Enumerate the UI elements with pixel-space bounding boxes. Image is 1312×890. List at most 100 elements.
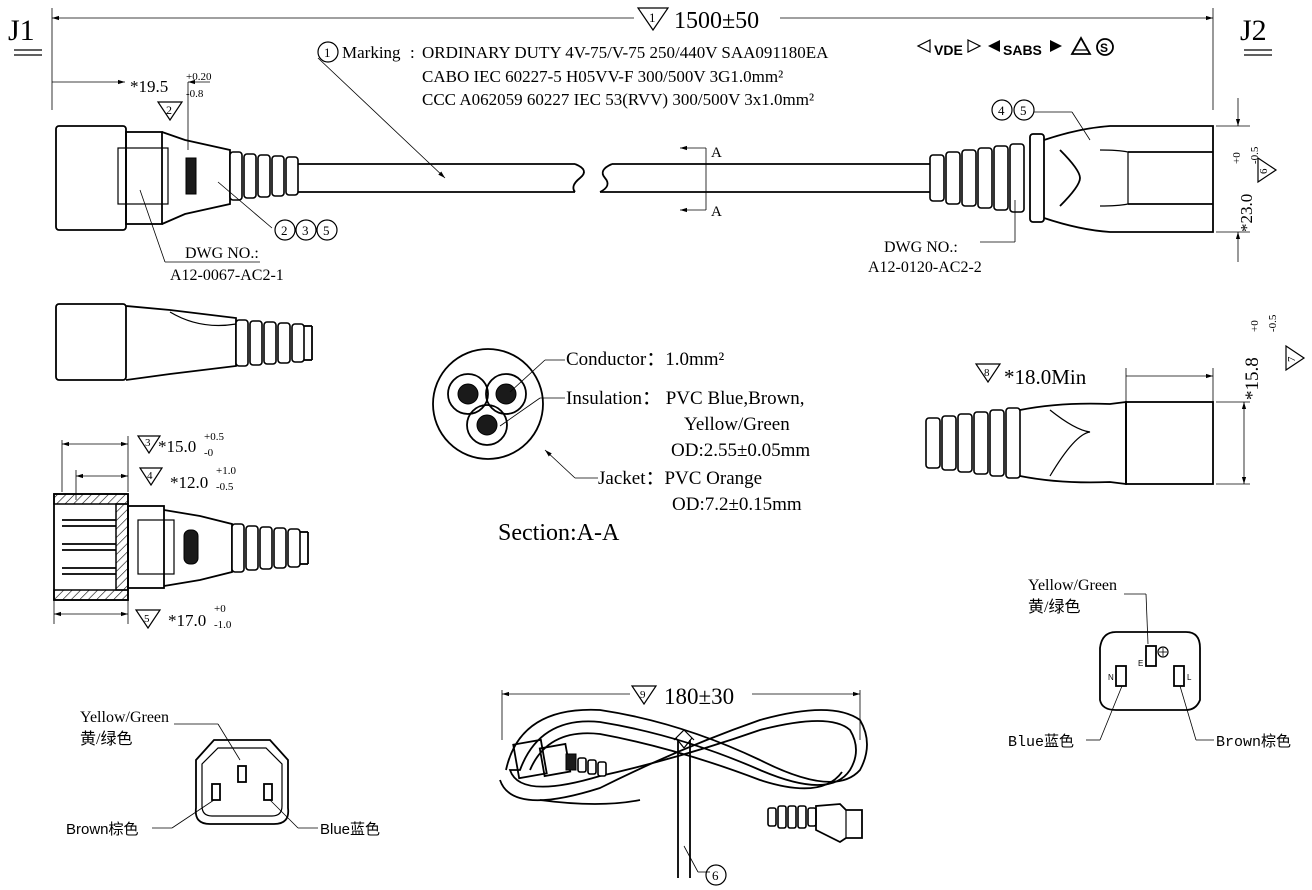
dim-15-8-tol-minus: -0.5: [1267, 314, 1279, 332]
dim-12-value: *12.0: [170, 473, 208, 492]
jacket-spec: Jacket：PVC Orange: [598, 468, 762, 489]
dim-23-tol-plus: +0: [1231, 152, 1243, 164]
conductor-spec: Conductor：1.0mm²: [566, 349, 725, 370]
left-face-blue-label: Blue蓝色: [320, 821, 380, 838]
marking-title: Marking: [342, 43, 401, 62]
j1-connector-side: [55, 303, 313, 381]
dim-18-value: *18.0Min: [1004, 365, 1087, 389]
dim-19-5-tag: 2: [166, 103, 172, 117]
dim-17-tag: 5: [144, 613, 150, 625]
section-a-top: A: [711, 145, 722, 161]
dim-19-5-tol-minus: -0.8: [186, 88, 204, 100]
j2-strain-relief: [929, 143, 1025, 213]
vde-mark: VDE: [934, 42, 963, 58]
dim-23-tol-minus: -0.5: [1249, 146, 1261, 164]
j1-connector-cut: 3 *15.0 +0.5 -0 4 *12.0 +1.0 -0.5: [53, 431, 309, 631]
dim-15-8-tol-plus: +0: [1249, 320, 1261, 332]
total-length-dimension: 1500±50: [674, 8, 759, 34]
callout-2: 2: [281, 223, 288, 238]
tag-triangle-icon: [636, 7, 670, 32]
dim-17-tol-plus: +0: [214, 603, 226, 615]
dim-23-value: *23.0: [1237, 194, 1256, 232]
delta-certification-icon: [1070, 36, 1092, 55]
j1-connector-top: 2 3 5 DWG NO.: A12-0067-AC2-1: [55, 125, 585, 284]
marking-tag: 1: [324, 45, 331, 60]
pin-e-label: E: [1138, 659, 1143, 668]
left-face-view: Yellow/Green 黄/绿色 Brown棕色 Blue蓝色: [66, 709, 380, 838]
callout-5: 5: [323, 223, 330, 238]
dwg-right-label: DWG NO.:: [884, 239, 958, 256]
coiled-cable: 9 180±30 6: [499, 684, 868, 886]
tag-triangle-icon: [1285, 344, 1306, 372]
dwg-left-label: DWG NO.:: [185, 245, 259, 262]
vde-left-triangle-icon: [916, 39, 931, 53]
strain-relief-ribs: [229, 151, 299, 201]
section-label: Section:A-A: [498, 520, 620, 546]
dim-15-tol-minus: -0: [204, 447, 214, 459]
dim-19-5-value: *19.5: [130, 77, 168, 96]
callout-5b: 5: [1020, 103, 1027, 118]
insulation-colors: Yellow/Green: [684, 414, 790, 435]
dim-12-tag: 4: [147, 470, 153, 482]
tag-triangle-icon: [974, 363, 1002, 384]
dim-19-5-tol-plus: +0.20: [186, 71, 212, 83]
svg-text::: :: [410, 43, 415, 62]
j2-connector-top: 4 5 DWG NO.: A12-0120-AC2-2 *23.0 +0 -0.…: [868, 98, 1278, 276]
dim-15-value: *15.0: [158, 437, 196, 456]
sabs-mark: SABS: [1003, 42, 1042, 58]
callout-4: 4: [998, 103, 1005, 118]
right-face-blue-label: Blue蓝色: [1008, 733, 1074, 751]
vde-right-triangle-icon: [967, 39, 982, 53]
right-face-brown-label: Brown棕色: [1216, 733, 1291, 751]
right-face-view: Yellow/Green 黄/绿色 N E L Blue蓝色 Brown棕色: [1008, 577, 1291, 751]
tag-triangle-icon: [138, 467, 164, 487]
s-mark-icon: [1096, 38, 1114, 56]
dim-17-tol-minus: -1.0: [214, 619, 232, 631]
jacket-od: OD:7.2±0.15mm: [672, 494, 802, 515]
left-face-yg-label: Yellow/Green: [80, 709, 169, 726]
header-dimensions: J1 J2 1 1500±50: [8, 7, 1272, 110]
dim-17-value: *17.0: [168, 611, 206, 630]
cable-break-section: A A: [599, 145, 930, 220]
dim-12-tol-minus: -0.5: [216, 481, 234, 493]
earth-symbol-icon: [1157, 646, 1169, 658]
j1-label: J1: [8, 14, 35, 47]
coil-length-dimension: 180±30: [664, 684, 734, 709]
dim-15-tag: 3: [145, 437, 151, 449]
insulation-od: OD:2.55±0.05mm: [671, 440, 810, 461]
dim-19-5: *19.5 +0.20 -0.8 2: [52, 71, 212, 150]
coil-tie-tag: 6: [712, 868, 719, 883]
dim-15-8-value: *15.8: [1242, 357, 1263, 400]
dwg-right-number: A12-0120-AC2-2: [868, 259, 982, 276]
dwg-left-number: A12-0067-AC2-1: [170, 267, 284, 284]
jacket-circle: [432, 348, 544, 460]
tag-triangle-icon: [630, 685, 658, 706]
right-face-yg-label: Yellow/Green: [1028, 577, 1117, 594]
tag-triangle-icon: [1257, 156, 1278, 184]
j2-label: J2: [1240, 14, 1267, 47]
pin-n-label: N: [1108, 673, 1114, 682]
section-a-a: Conductor：1.0mm² Insulation： PVC Blue,Br…: [432, 348, 810, 546]
dim-23-tag: 6: [1258, 168, 1270, 174]
marking-line-3: CCC A062059 60227 IEC 53(RVV) 300/500V 3…: [422, 90, 814, 109]
j2-connector-side: 8 *18.0Min *15.8 +0 -0.5 7: [925, 314, 1306, 486]
total-length-tag: 1: [649, 10, 656, 25]
section-a-bottom: A: [711, 204, 722, 220]
tag-triangle-icon: [156, 101, 184, 122]
tag-triangle-icon: [134, 609, 162, 630]
tag-triangle-icon: [136, 435, 162, 455]
dim-15-8-tag: 7: [1286, 356, 1298, 362]
insulation-spec: Insulation： PVC Blue,Brown,: [566, 388, 805, 409]
callout-3: 3: [302, 223, 309, 238]
marking-block: 1 Marking : ORDINARY DUTY 4V-75/V-75 250…: [317, 36, 1114, 179]
dim-12-tol-plus: +1.0: [216, 465, 236, 477]
sabs-right-triangle-icon: [1050, 40, 1062, 52]
marking-line-1: ORDINARY DUTY 4V-75/V-75 250/440V SAA091…: [422, 43, 829, 62]
sabs-left-triangle-icon: [988, 40, 1000, 52]
left-face-brown-label: Brown棕色: [66, 821, 139, 838]
dim-15-tol-plus: +0.5: [204, 431, 224, 443]
dim-18-tag: 8: [984, 367, 990, 379]
s-mark: S: [1100, 41, 1108, 55]
right-face-yg-cn: 黄/绿色: [1028, 598, 1080, 616]
coil-length-tag: 9: [640, 689, 646, 701]
